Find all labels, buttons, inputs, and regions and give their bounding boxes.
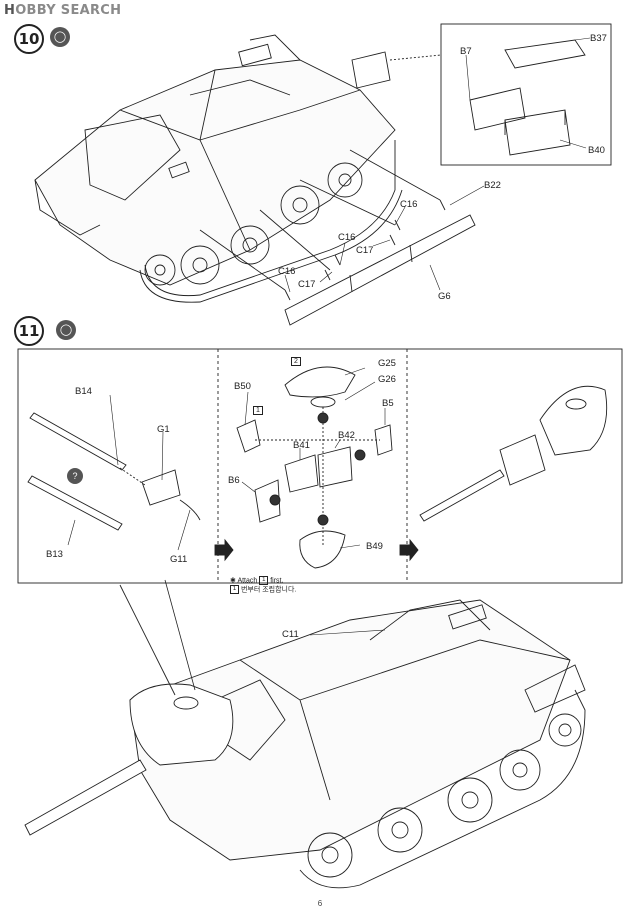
attach-note: ✱ Attach 1 first. 1 번부터 조립합니다.: [230, 576, 297, 595]
part-label-c17: C17: [356, 245, 374, 256]
gun-barrels: [27, 412, 201, 531]
assembled-gun: [419, 385, 608, 522]
inset-parts: [351, 39, 586, 156]
subassembly-number-1: 1: [253, 406, 263, 415]
step11-frame: [17, 348, 623, 584]
part-label-b40: B40: [588, 145, 605, 156]
part-label-b50: B50: [234, 381, 251, 392]
part-label-c11: C11: [282, 629, 299, 640]
leader-lines: [67, 37, 591, 636]
part-label-c16: C16: [400, 199, 418, 210]
part-label-g1: G1: [157, 424, 170, 435]
part-label-b49: B49: [366, 541, 383, 552]
subassembly-number-2: 2: [291, 357, 301, 366]
page-number: 6: [317, 899, 323, 908]
mantlet-parts: [236, 366, 393, 569]
part-label-b14: B14: [75, 386, 92, 397]
part-label-b22: B22: [484, 180, 501, 191]
step-10-number: 10: [14, 24, 44, 54]
step10-hull-drawing: [34, 34, 403, 303]
step-11-number: 11: [14, 316, 44, 346]
part-label-c17: C17: [298, 279, 316, 290]
part-label-c16: C16: [338, 232, 356, 243]
part-label-b42: B42: [338, 430, 355, 441]
part-label-b37: B37: [590, 33, 607, 44]
part-label-c16: C16: [278, 266, 296, 277]
part-label-b6: B6: [228, 475, 240, 486]
part-label-g25: G25: [378, 358, 396, 369]
step10-inset-box: [440, 23, 612, 166]
glue-icon: ◯: [50, 27, 70, 47]
side-skirt-g6: [199, 149, 476, 326]
glue-icon: ?: [67, 468, 83, 484]
glue-icon: ◯: [56, 320, 76, 340]
watermark: HOBBY SEARCH: [4, 3, 122, 18]
part-label-g11: G11: [170, 554, 188, 565]
part-label-g26: G26: [378, 374, 396, 385]
final-vehicle-drawing: [24, 579, 586, 889]
part-label-b13: B13: [46, 549, 63, 560]
part-label-g6: G6: [438, 291, 451, 302]
part-label-b5: B5: [382, 398, 394, 409]
part-label-b41: B41: [293, 440, 310, 451]
part-label-b7: B7: [460, 46, 472, 57]
